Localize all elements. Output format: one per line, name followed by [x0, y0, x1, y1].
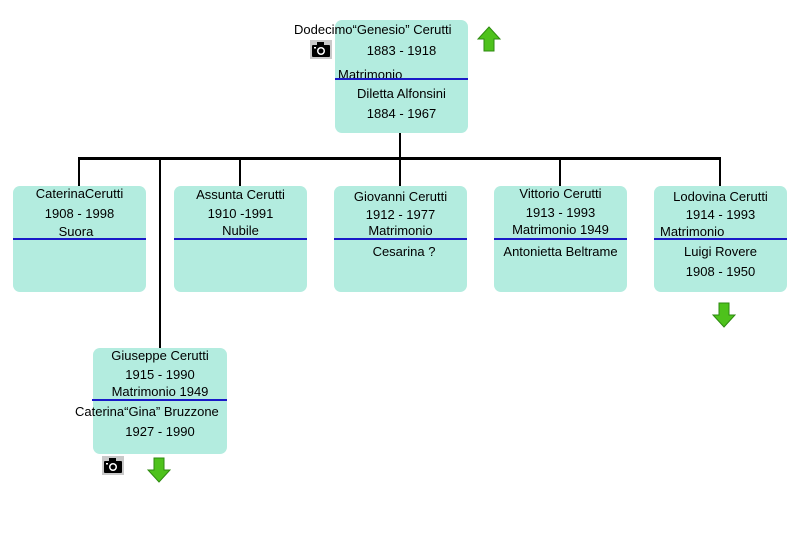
child-spouse-years: 1908 - 1950	[685, 264, 756, 279]
root-stem-line	[399, 133, 401, 159]
child-years: 1910 -1991	[207, 206, 274, 221]
child-divider	[334, 238, 467, 240]
child-drop-line-6	[159, 157, 161, 349]
child-note: Nubile	[222, 223, 259, 238]
root-marriage-divider	[335, 78, 468, 80]
child-name: Giuseppe Cerutti	[111, 348, 209, 363]
arrow-down-icon[interactable]	[712, 302, 736, 328]
child-drop-line-4	[559, 157, 561, 187]
child-name: Giovanni Cerutti	[353, 189, 448, 204]
camera-icon[interactable]	[310, 40, 332, 59]
child-divider	[92, 399, 227, 401]
child-drop-line-1	[78, 157, 80, 187]
child-years: 1915 - 1990	[125, 367, 195, 382]
child-marriage: Matrimonio	[368, 223, 433, 238]
root-person-name: Dodecimo“Genesio” Cerutti	[294, 22, 452, 37]
root-person-card[interactable]	[335, 20, 468, 133]
root-person-years: 1883 - 1918	[366, 43, 437, 58]
arrow-down-icon[interactable]	[147, 457, 171, 483]
child-name: Assunta Cerutti	[196, 187, 285, 202]
child-divider	[174, 238, 307, 240]
child-spouse: Caterina“Gina” Bruzzone	[75, 404, 219, 419]
child-drop-line-5	[719, 157, 721, 187]
child-name: Lodovina Cerutti	[673, 189, 768, 204]
child-spouse: Luigi Rovere	[684, 244, 757, 259]
root-spouse-name: Diletta Alfonsini	[357, 86, 446, 101]
child-name: CaterinaCerutti	[35, 186, 124, 201]
child-divider	[654, 238, 787, 240]
child-spouse: Cesarina ?	[372, 244, 436, 259]
child-card-giuseppe[interactable]	[93, 348, 227, 454]
child-marriage: Matrimonio 1949	[512, 222, 609, 237]
child-years: 1912 - 1977	[365, 207, 436, 222]
child-spouse: Antonietta Beltrame	[503, 244, 618, 259]
child-name: Vittorio Cerutti	[519, 186, 602, 201]
child-marriage: Matrimonio 1949	[111, 384, 209, 399]
child-marriage: Matrimonio	[660, 224, 725, 239]
child-years: 1913 - 1993	[525, 205, 596, 220]
root-marriage-label: Matrimonio	[338, 67, 403, 82]
child-drop-line-2	[239, 157, 241, 187]
child-years: 1914 - 1993	[685, 207, 756, 222]
camera-icon[interactable]	[102, 456, 124, 475]
child-divider	[13, 238, 146, 240]
child-drop-line-3	[399, 157, 401, 187]
child-divider	[494, 238, 627, 240]
arrow-up-icon[interactable]	[477, 26, 501, 52]
child-years: 1908 - 1998	[44, 206, 115, 221]
child-spouse-years: 1927 - 1990	[125, 424, 195, 439]
child-note: Suora	[58, 224, 94, 239]
root-spouse-years: 1884 - 1967	[366, 106, 437, 121]
